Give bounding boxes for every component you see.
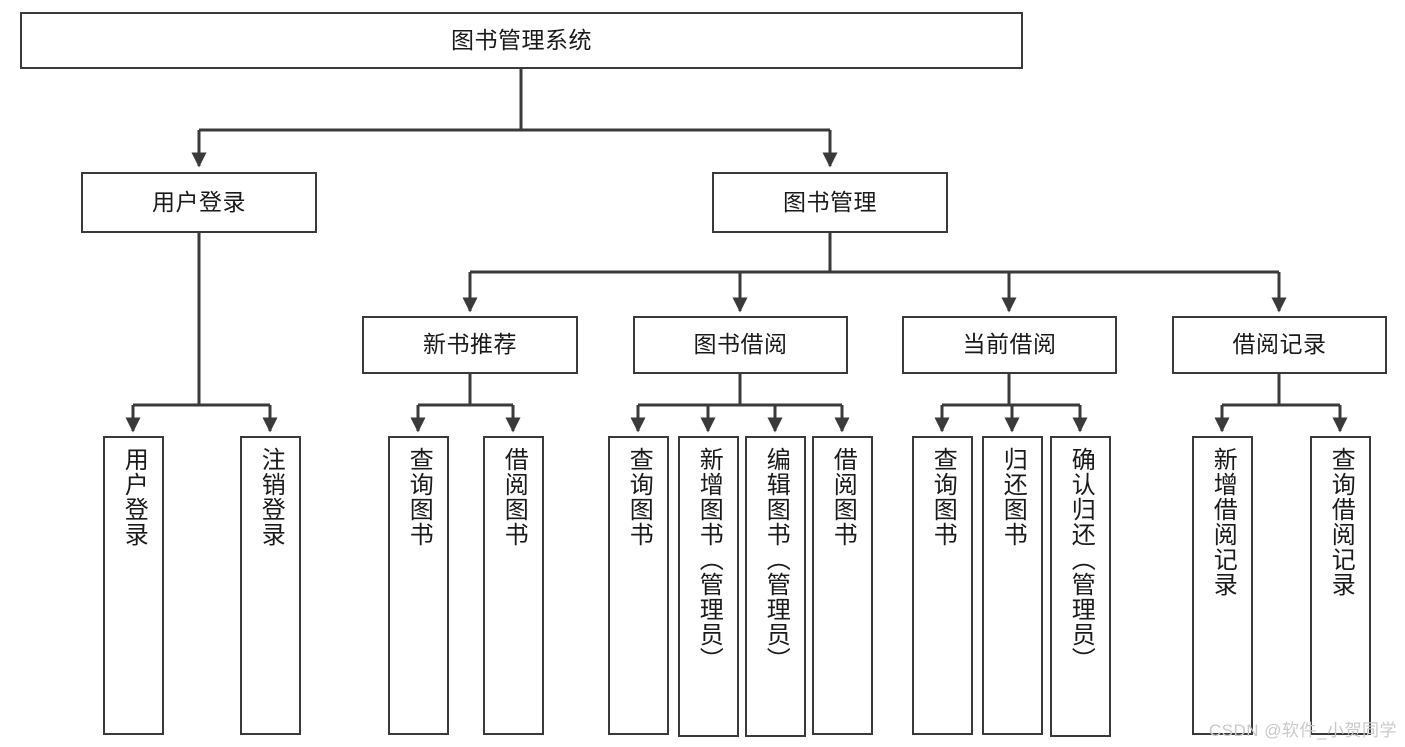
node-leaf-confirm-return-admin-label: 确认归还（管理员） [1067,447,1095,672]
node-leaf-logout[interactable]: 注销登录 [240,436,301,735]
node-book-borrow[interactable]: 图书借阅 [633,316,848,374]
node-current-borrow-label: 当前借阅 [962,331,1057,358]
node-leaf-edit-book-admin-label: 编辑图书（管理员） [762,447,790,672]
node-leaf-search-borrow-record[interactable]: 查询借阅记录 [1310,436,1371,735]
node-leaf-logout-label: 注销登录 [257,447,285,547]
node-leaf-confirm-return-admin[interactable]: 确认归还（管理员） [1050,436,1111,737]
node-leaf-search-book-borrow-label: 查询图书 [625,447,653,547]
node-user-login[interactable]: 用户登录 [81,172,317,233]
node-user-login-label: 用户登录 [152,188,246,215]
node-borrow-records[interactable]: 借阅记录 [1172,316,1387,374]
node-leaf-borrow-book-borrow[interactable]: 借阅图书 [812,436,873,735]
node-new-book-recommend[interactable]: 新书推荐 [362,316,578,374]
node-leaf-search-book-current[interactable]: 查询图书 [912,436,973,735]
watermark-text: CSDN @软件_小贺同学 [1208,721,1397,740]
node-leaf-search-book-current-label: 查询图书 [929,447,957,547]
node-leaf-borrow-book-borrow-label: 借阅图书 [829,447,857,547]
node-root-label: 图书管理系统 [451,26,592,53]
node-leaf-return-book[interactable]: 归还图书 [982,436,1043,735]
node-leaf-user-login[interactable]: 用户登录 [103,436,164,735]
node-book-management[interactable]: 图书管理 [712,172,948,233]
node-leaf-borrow-book-newbook[interactable]: 借阅图书 [483,436,544,735]
node-leaf-user-login-label: 用户登录 [120,447,148,547]
node-borrow-records-label: 借阅记录 [1232,331,1327,358]
node-leaf-search-book-newbook-label: 查询图书 [405,447,433,547]
node-current-borrow[interactable]: 当前借阅 [902,316,1117,374]
node-leaf-return-book-label: 归还图书 [999,447,1027,547]
node-new-book-recommend-label: 新书推荐 [423,331,517,358]
node-leaf-edit-book-admin[interactable]: 编辑图书（管理员） [745,436,806,737]
node-leaf-search-book-borrow[interactable]: 查询图书 [608,436,669,735]
node-leaf-add-borrow-record-label: 新增借阅记录 [1209,447,1237,597]
node-book-management-label: 图书管理 [783,188,877,215]
node-leaf-search-borrow-record-label: 查询借阅记录 [1327,447,1355,597]
node-leaf-add-book-admin[interactable]: 新增图书（管理员） [678,436,739,737]
node-leaf-add-borrow-record[interactable]: 新增借阅记录 [1192,436,1253,735]
node-leaf-search-book-newbook[interactable]: 查询图书 [388,436,449,735]
node-leaf-borrow-book-newbook-label: 借阅图书 [500,447,528,547]
node-leaf-add-book-admin-label: 新增图书（管理员） [695,447,723,672]
node-book-borrow-label: 图书借阅 [693,331,788,358]
node-root[interactable]: 图书管理系统 [20,12,1023,69]
